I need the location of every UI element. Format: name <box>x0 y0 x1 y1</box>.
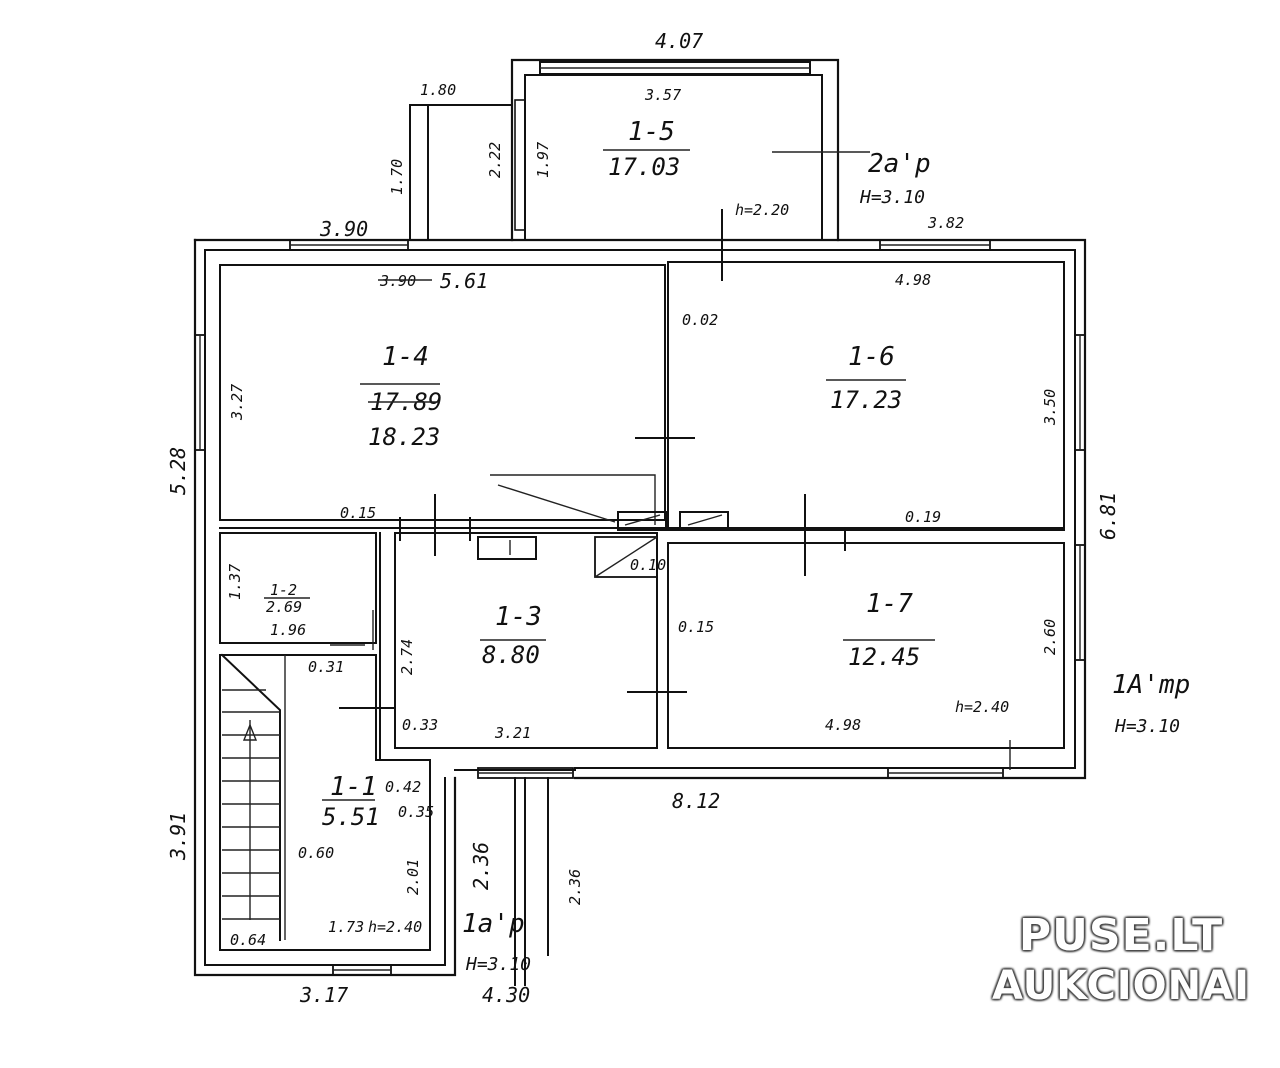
dim-0-60: 0.60 <box>298 844 334 862</box>
dim-2-36-a: 2.36 <box>469 842 493 890</box>
dim-3-50: 3.50 <box>1041 389 1059 426</box>
marker-2a-height: H=3.10 <box>859 187 925 208</box>
dim-0-19: 0.19 <box>905 508 941 526</box>
dim-4-98-top: 4.98 <box>895 271 931 289</box>
dim-0-31: 0.31 <box>308 658 344 676</box>
marker-1A: 1A'mp <box>1112 670 1190 700</box>
dim-3-27: 3.27 <box>228 384 246 421</box>
room-1-5-id: 1-5 <box>628 117 675 147</box>
room-1-1-area: 5.51 <box>322 803 380 831</box>
exterior-walls <box>193 238 1087 986</box>
room-1-4-area: 18.23 <box>368 423 440 451</box>
watermark-line-2: AUKCIONAI <box>992 963 1250 1009</box>
dim-3-91: 3.91 <box>166 812 190 861</box>
dim-1-96: 1.96 <box>270 621 306 639</box>
dim-1-70: 1.70 <box>388 159 406 195</box>
section-markers: 2a'p H=3.10 1A'mp H=3.10 1a'p H=3.10 <box>462 149 1190 975</box>
dim-4-98-bottom: 4.98 <box>825 716 861 734</box>
watermark-logo: PUSE.LT AUKCIONAI <box>992 910 1250 1010</box>
dim-1-80: 1.80 <box>420 81 456 99</box>
room-labels: 1-5 17.03 1-4 17.89 18.23 1-6 17.23 1-3 … <box>264 117 935 831</box>
dim-3-21: 3.21 <box>494 724 531 742</box>
dim-4-07: 4.07 <box>655 29 703 53</box>
staircase <box>220 653 281 941</box>
dim-2-01: 2.01 <box>404 859 422 895</box>
dim-3-90-inner: 3.90 <box>379 272 416 290</box>
dim-5-61: 5.61 <box>440 269 488 293</box>
dim-8-12: 8.12 <box>672 789 720 813</box>
dim-h-2-40-b: h=2.40 <box>368 918 422 936</box>
room-1-3-area: 8.80 <box>482 641 540 669</box>
dim-6-81: 6.81 <box>1096 492 1120 540</box>
room-1-7-area: 12.45 <box>848 643 920 671</box>
dim-2-74: 2.74 <box>398 639 416 675</box>
marker-2a: 2a'p <box>868 149 931 179</box>
dim-0-35: 0.35 <box>398 803 434 821</box>
dim-0-10: 0.10 <box>630 556 666 574</box>
dim-4-30: 4.30 <box>482 983 530 1007</box>
dim-1-97: 1.97 <box>534 142 552 178</box>
dim-3-57: 3.57 <box>644 86 681 104</box>
dim-2-60: 2.60 <box>1041 619 1059 655</box>
marker-1a-height: H=3.10 <box>465 954 531 975</box>
dim-0-15-b: 0.15 <box>678 618 714 636</box>
room-1-7-id: 1-7 <box>866 589 913 619</box>
dim-0-33: 0.33 <box>402 716 438 734</box>
dim-0-42: 0.42 <box>385 778 421 796</box>
room-1-6-id: 1-6 <box>848 342 895 372</box>
dim-2-36-b: 2.36 <box>566 869 584 905</box>
dim-1-73: 1.73 <box>328 918 364 936</box>
dim-3-82: 3.82 <box>927 214 964 232</box>
dim-h-2-20: h=2.20 <box>735 201 789 219</box>
watermark-line-1: PUSE.LT <box>1018 910 1224 961</box>
room-1-5-area: 17.03 <box>608 153 680 181</box>
dim-1-37: 1.37 <box>226 564 244 600</box>
dim-2-22: 2.22 <box>486 142 504 178</box>
dim-0-64: 0.64 <box>230 931 266 949</box>
dim-5-28: 5.28 <box>166 447 190 495</box>
dim-3-90-outer: 3.90 <box>319 217 368 241</box>
dimension-labels: 4.07 3.57 1.80 2.22 1.97 1.70 h=2.20 3.9… <box>166 29 1120 1007</box>
room-1-6-area: 17.23 <box>830 386 902 414</box>
room-1-1-id: 1-1 <box>330 772 377 802</box>
dim-3-17: 3.17 <box>299 983 348 1007</box>
room-1-3-id: 1-3 <box>495 602 542 632</box>
room-1-4-id: 1-4 <box>382 342 429 372</box>
windows <box>194 239 1086 976</box>
room-1-2-area: 2.69 <box>266 598 302 616</box>
marker-1A-height: H=3.10 <box>1114 716 1180 737</box>
doors-and-fixtures <box>284 151 1011 940</box>
top-extension-walls <box>409 58 840 242</box>
marker-1a: 1a'p <box>462 909 525 939</box>
dim-0-02: 0.02 <box>682 311 718 329</box>
room-1-2-id: 1-2 <box>270 581 297 599</box>
dim-h-2-40: h=2.40 <box>955 698 1009 716</box>
dim-0-15-a: 0.15 <box>340 504 376 522</box>
